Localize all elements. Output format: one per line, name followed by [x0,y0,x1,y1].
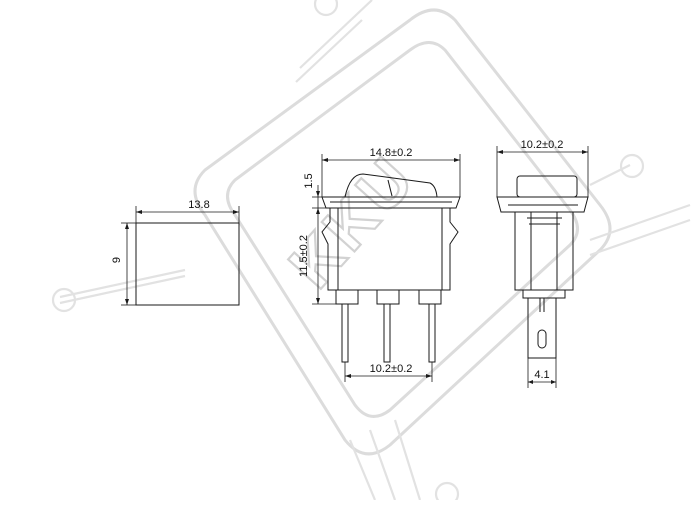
arrow [345,374,351,378]
pin-housing-left [335,289,359,305]
end-pin-base [522,289,566,299]
front-view: 13.8 9 [111,199,240,306]
watermark-circle-left [51,287,77,313]
arrow [136,210,142,214]
pin-left [341,303,349,363]
rocker-actuator [344,173,438,198]
end-pin [527,298,557,359]
arrow [322,158,328,162]
arrow [528,380,533,384]
watermark-line-left [59,268,186,299]
watermark-line-right-2 [589,203,691,242]
front-height-label: 9 [111,257,123,263]
pin-right [428,303,436,363]
arrow [582,150,588,154]
watermark-circle-top [313,0,339,17]
arrow [125,223,129,229]
arrow [316,208,320,214]
watermark-line-bottom-2 [368,429,397,501]
end-flange [496,196,589,213]
pin-center [383,303,391,363]
arrow [316,298,320,304]
body-height-label: 11.5±0.2 [298,235,310,277]
watermark-line-top-2 [295,19,363,83]
watermark-circle-bottom [434,481,460,505]
watermark-outer-frame [193,8,612,456]
watermark-line-right [589,164,631,186]
switch-flange [321,196,461,209]
arrow [454,158,460,162]
arrow [551,380,556,384]
side-view: 14.8±0.2 1.5 11.5±0.2 10.2±0.2 [298,147,461,382]
end-pin-hole [537,329,547,349]
watermark-circle-right [619,153,645,179]
end-view: 10.2±0.2 4.1 [496,139,589,388]
end-pin-width-label: 4.1 [534,369,549,381]
arrow [497,150,503,154]
watermark-line-top [299,0,373,69]
watermark-inner-frame [226,41,579,418]
end-width-label: 10.2±0.2 [521,139,564,151]
flange-height-label: 1.5 [303,173,315,188]
arrow [426,374,432,378]
watermark-line-bottom [348,439,377,501]
pin-housing-right [418,289,442,305]
side-top-width-label: 14.8±0.2 [370,147,413,159]
pin-spacing-label: 10.2±0.2 [370,363,413,375]
arrow [316,191,320,197]
rocker-divider [387,179,393,197]
watermark-line-right-3 [589,218,691,257]
front-view-outline [135,222,240,306]
arrow [233,210,239,214]
pin-housing-center [376,289,400,305]
watermark-line-bottom-3 [393,419,422,501]
arrow [125,299,129,305]
watermark: KKU [51,0,691,505]
watermark-line-left-2 [59,274,186,305]
front-width-label: 13.8 [188,199,209,211]
